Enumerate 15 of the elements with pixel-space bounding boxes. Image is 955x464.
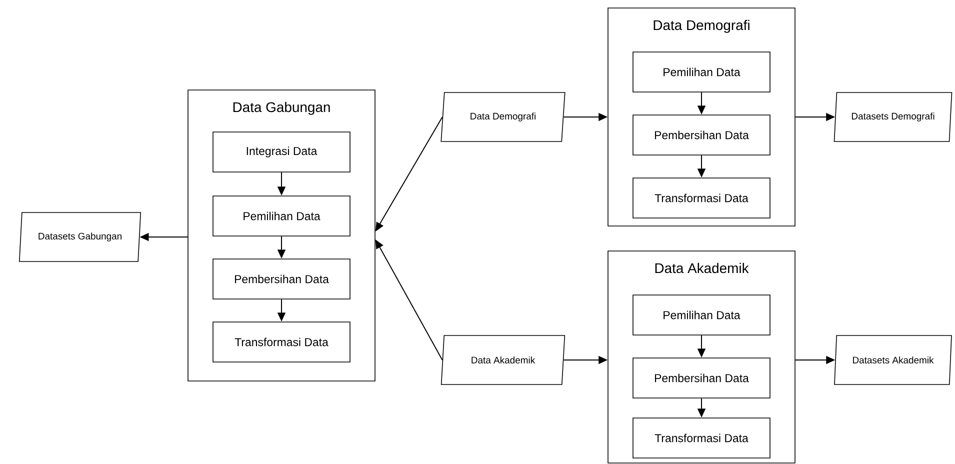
- process-box: Transformasi Data: [212, 322, 350, 362]
- process-box: Pemilihan Data: [632, 52, 770, 92]
- data-parallelogram: Datasets Demografi: [834, 92, 952, 142]
- process-box: Pembersihan Data: [632, 114, 770, 156]
- data-parallelogram: Datasets Gabungan: [18, 212, 142, 262]
- process-box: Transformasi Data: [632, 418, 770, 458]
- process-box: Integrasi Data: [212, 132, 350, 172]
- data-parallelogram: Data Demografi: [440, 92, 566, 142]
- process-box: Transformasi Data: [632, 178, 770, 218]
- process-box: Pemilihan Data: [632, 294, 770, 336]
- data-parallelogram: Datasets Akademik: [834, 335, 952, 385]
- process-box: Pembersihan Data: [632, 358, 770, 398]
- process-box: Pembersihan Data: [212, 258, 350, 300]
- data-parallelogram: Data Akademik: [440, 335, 566, 385]
- process-box: Pemilihan Data: [212, 196, 350, 236]
